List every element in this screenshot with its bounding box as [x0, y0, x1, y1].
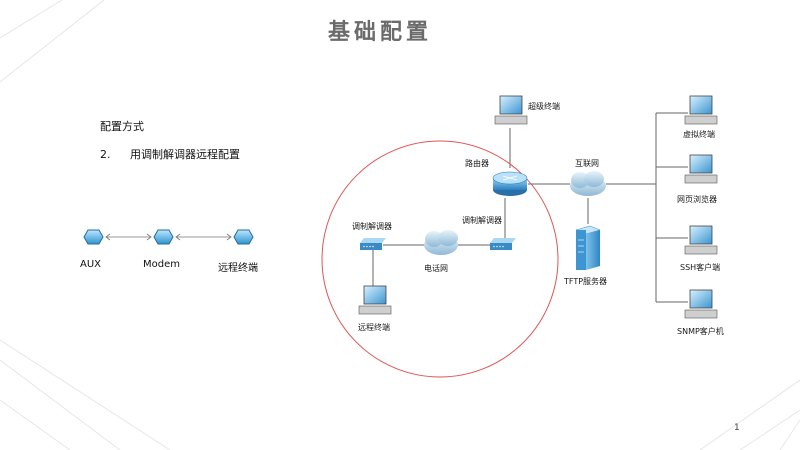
mini-hex-modem — [153, 229, 174, 245]
label-snmp-client: SNMP客户机 — [677, 327, 724, 336]
mini-arrows — [105, 233, 232, 241]
label-modem-right: 调制解调器 — [462, 216, 502, 225]
page-number: 1 — [734, 423, 740, 433]
label-web-browser: 网页浏览器 — [677, 195, 717, 204]
label-ssh-client: SSH客户端 — [680, 263, 721, 272]
label-phone-network: 电话网 — [424, 264, 448, 273]
mini-label-modem: Modem — [143, 259, 180, 270]
label-super-terminal: 超级终端 — [528, 102, 560, 111]
router-icon — [492, 171, 528, 196]
mini-label-remote: 远程终端 — [218, 263, 258, 274]
item-text: 用调制解调器远程配置 — [130, 148, 240, 161]
ssh-client-pc — [684, 225, 718, 255]
label-tftp-server: TFTP服务器 — [564, 277, 608, 286]
internet-cloud-icon — [570, 171, 606, 196]
mini-label-aux: AUX — [80, 259, 102, 270]
snmp-client-pc — [684, 289, 718, 319]
highlight-circle — [321, 140, 559, 378]
label-modem-left: 调制解调器 — [352, 222, 392, 231]
remote-terminal-pc — [358, 285, 392, 315]
page-title: 基础配置 — [327, 19, 432, 45]
tftp-server-icon — [575, 225, 601, 270]
mini-hex-remote — [233, 229, 254, 245]
web-browser-pc — [684, 154, 718, 184]
method-item: 2. 用调制解调器远程配置 — [100, 146, 240, 162]
phone-network-cloud-icon — [424, 230, 458, 255]
label-router: 路由器 — [465, 159, 489, 168]
super-terminal-pc — [494, 95, 528, 125]
virtual-terminal-pc — [684, 95, 718, 125]
method-label: 配置方式 — [100, 120, 144, 133]
modem-right-icon — [490, 238, 516, 250]
mini-hex-aux — [83, 229, 104, 245]
label-remote-terminal: 远程终端 — [358, 323, 390, 332]
modem-left-icon — [360, 238, 386, 250]
label-internet: 互联网 — [575, 159, 599, 168]
network-links — [372, 112, 688, 303]
item-number: 2. — [100, 148, 111, 161]
label-virtual-terminal: 虚拟终端 — [683, 130, 715, 139]
